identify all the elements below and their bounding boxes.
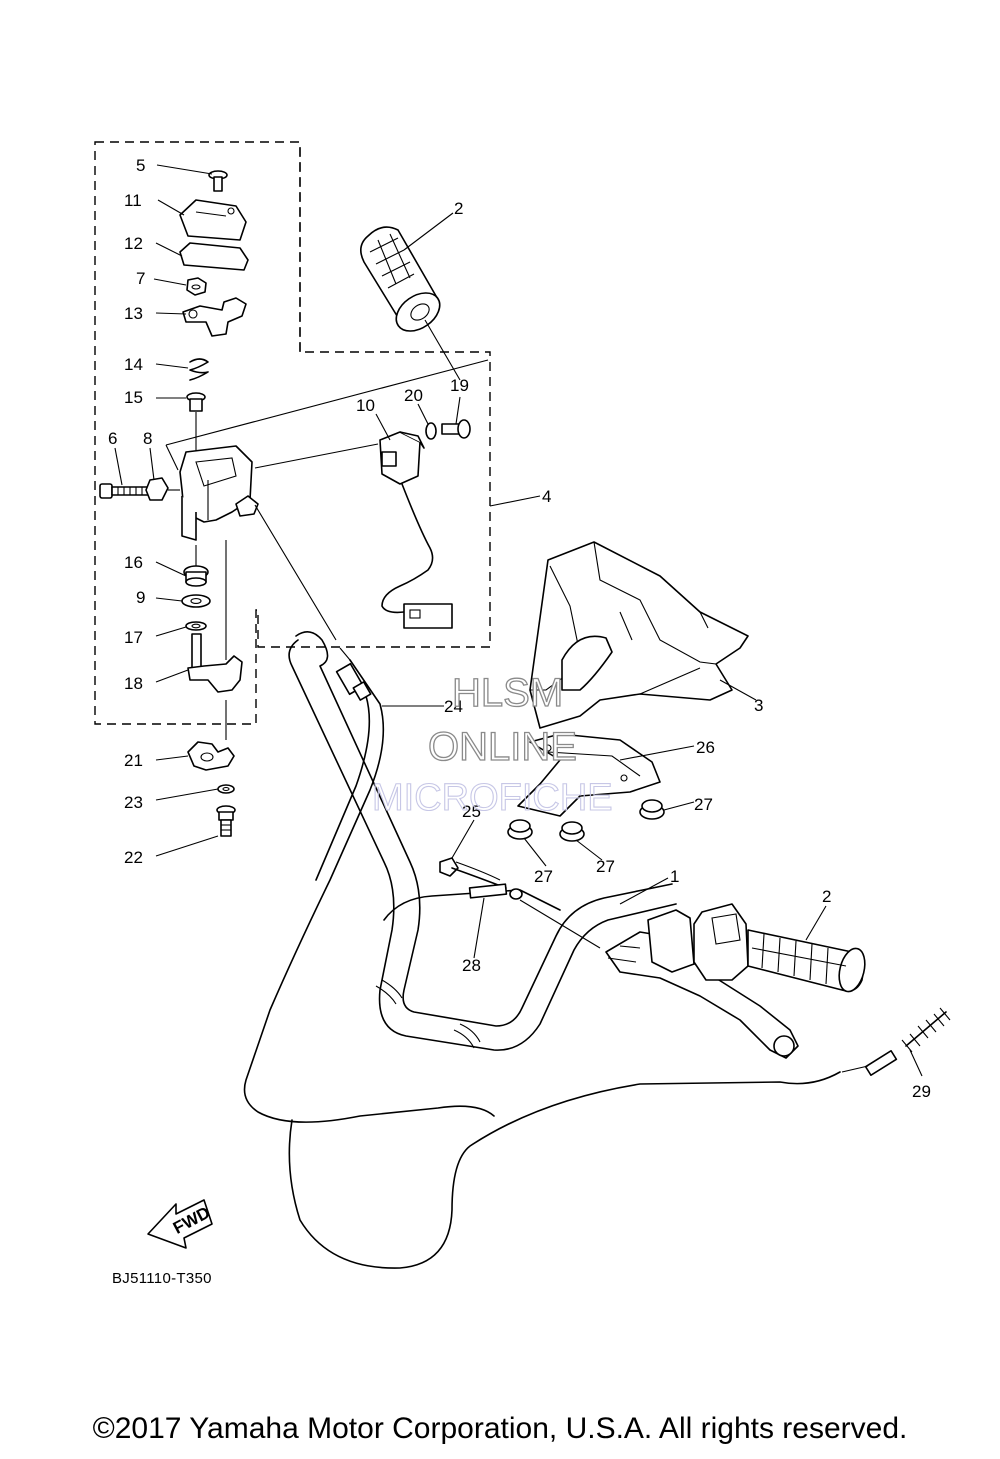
bolt-6 [99, 483, 153, 499]
callout-6: 6 [108, 429, 117, 448]
callout-14: 14 [124, 355, 143, 374]
callout-7: 7 [136, 269, 145, 288]
callout-24: 24 [444, 697, 463, 716]
visor-3 [529, 541, 749, 729]
callout-4: 4 [542, 487, 551, 506]
callout-26: 26 [696, 738, 715, 757]
callout-25: 25 [462, 802, 481, 821]
spring-29 [901, 1007, 951, 1053]
clip-25 [439, 857, 507, 889]
damper-27-left [507, 819, 533, 840]
grommet-16 [183, 565, 209, 587]
callout-22: 22 [124, 848, 143, 867]
callout-5: 5 [136, 156, 145, 175]
screw-5 [208, 170, 228, 192]
callout-9: 9 [136, 588, 145, 607]
callout-18: 18 [124, 674, 143, 693]
callout-29: 29 [912, 1082, 931, 1101]
watermark-line1: HLSM [452, 671, 563, 715]
nut-8 [145, 477, 169, 501]
callout-8: 8 [143, 429, 152, 448]
clamp-21 [187, 741, 235, 771]
leader-lines [114, 164, 923, 1077]
callout-21: 21 [124, 751, 143, 770]
switch-cable [381, 483, 434, 614]
throttle-cable-guide [254, 504, 351, 661]
callout-2-right: 2 [822, 887, 831, 906]
callout-19: 19 [450, 376, 469, 395]
damper-27-right [639, 799, 665, 820]
callout-13: 13 [124, 304, 143, 323]
damper-27-middle [559, 821, 585, 842]
throttle-housing-group-outline [94, 141, 491, 725]
callout-1: 1 [670, 867, 679, 886]
callout-27-right: 27 [694, 795, 713, 814]
clutch-cable [383, 889, 561, 921]
cable-24 [243, 659, 495, 1123]
callout-2-top: 2 [454, 199, 463, 218]
gasket-12 [179, 242, 249, 271]
bolt-22 [216, 805, 236, 837]
connector [403, 603, 453, 629]
drawing-code: BJ51110-T350 [112, 1270, 212, 1287]
callout-17: 17 [124, 628, 143, 647]
callout-15: 15 [124, 388, 143, 407]
washer-20 [425, 422, 437, 440]
washer-23 [217, 784, 235, 794]
lever-assembly [605, 909, 799, 1059]
clutch-cable-end-28 [468, 883, 523, 900]
callout-16: 16 [124, 553, 143, 572]
nut-7 [186, 277, 207, 296]
lever-13 [182, 297, 247, 337]
washer-9 [181, 594, 211, 608]
callouts: 5 11 12 7 13 14 15 6 8 16 9 17 18 21 23 … [108, 156, 931, 1101]
spring-14 [189, 358, 209, 381]
callout-27-middle: 27 [596, 857, 615, 876]
throttle-housing [179, 445, 259, 541]
callout-12: 12 [124, 234, 143, 253]
callout-23: 23 [124, 793, 143, 812]
callout-3: 3 [754, 696, 763, 715]
callout-28: 28 [462, 956, 481, 975]
cable-24-inner [315, 695, 371, 881]
watermark-line3: MICROFICHE [372, 777, 613, 819]
callout-27-left: 27 [534, 867, 553, 886]
handlebar-1 [288, 631, 677, 1051]
callout-11: 11 [124, 191, 142, 210]
watermark-line2: ONLINE [428, 725, 577, 769]
bracket-18 [187, 633, 243, 693]
cover-11 [179, 199, 247, 241]
cable-adjuster [841, 1050, 898, 1076]
callout-20: 20 [404, 386, 423, 405]
switch-housing [693, 903, 749, 981]
fwd-arrow-icon: FWD [147, 1199, 213, 1249]
washer-17 [185, 621, 207, 631]
switch-10 [379, 431, 425, 485]
grip-2-top [360, 226, 441, 332]
copyright-notice: ©2017 Yamaha Motor Corporation, U.S.A. A… [92, 1412, 908, 1445]
bolt-15 [186, 392, 206, 412]
cable-end-24 [335, 662, 372, 701]
cable-loop [288, 1071, 841, 1269]
screw-19 [441, 419, 471, 439]
grip-2-right [747, 929, 866, 993]
watermark: HLSM ONLINE MICROFICHE [371, 670, 613, 819]
callout-10: 10 [356, 396, 375, 415]
bracket-26 [517, 733, 661, 817]
